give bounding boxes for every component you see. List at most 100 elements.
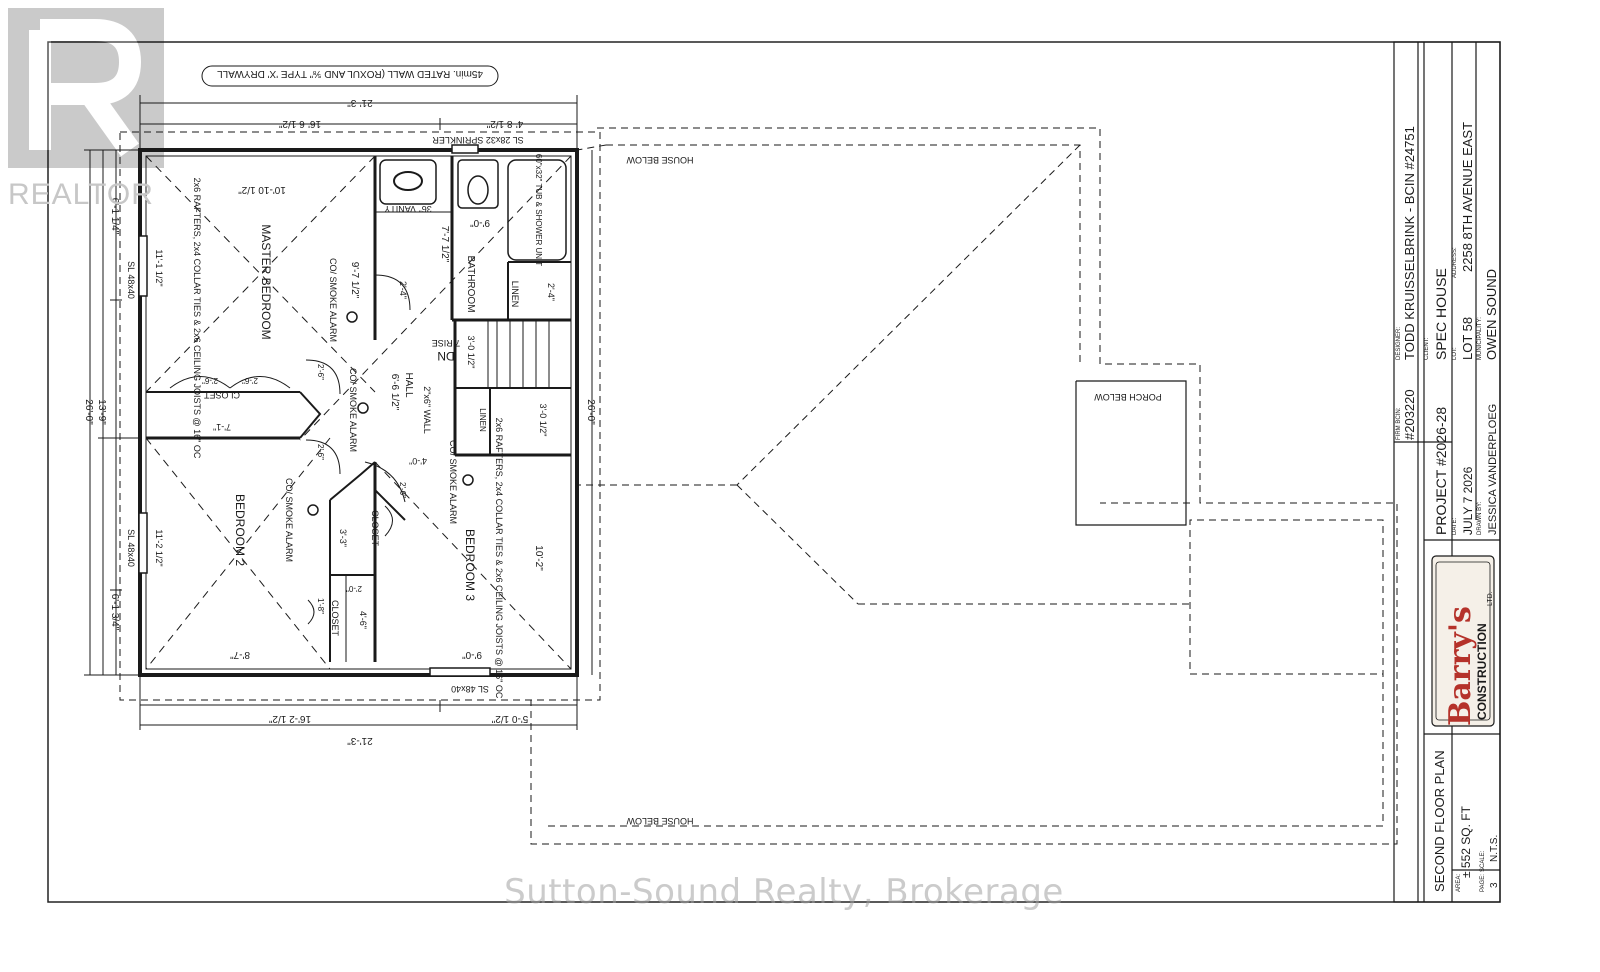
closet-w1: 2'-6"	[202, 376, 218, 385]
dim-right-overall: 26'-0"	[585, 399, 596, 425]
area: ± 552 SQ. FT	[1459, 805, 1473, 878]
stair-width-2: 3'-0 1/2"	[538, 404, 548, 437]
door-width-c: 2'-6"	[316, 444, 325, 460]
sheet-border	[47, 41, 1501, 903]
floor-plan	[84, 95, 601, 730]
drawn-by: JESSICA VANDERPLOEG	[1487, 404, 1499, 535]
realtor-watermark-text: REALTOR	[8, 178, 154, 211]
dim-bottom-left: 16'-2 1/2"	[268, 713, 311, 724]
rafters-note-2: 2x6 RAFTERS, 2x4 COLLAR TIES & 2x6 CEILI…	[494, 418, 504, 699]
door-width-a: 2'-4"	[398, 281, 408, 299]
window-left-2: SL 48x40	[126, 529, 136, 567]
dim-bottom-overall: 21'-3"	[347, 735, 373, 746]
room-closet-2: CLOSET	[370, 510, 380, 547]
page-number: 3	[1489, 882, 1500, 888]
alarm-b3: CO/ SMOKE ALARM	[448, 440, 458, 524]
bath-depth: 9'-0"	[470, 217, 490, 228]
municipality-label: MUNICIPALITY:	[1477, 317, 1483, 360]
alarm-master: CO/ SMOKE ALARM	[328, 258, 338, 342]
municipality: OWEN SOUND	[1484, 269, 1499, 360]
window-left-1: SL 48x40	[126, 261, 136, 299]
vanity-label: 36" VANITY	[384, 204, 432, 214]
house-below-outline	[530, 127, 1398, 845]
client-label: CLIENT:	[1424, 337, 1430, 360]
shower-label: 60"x32" TUB & SHOWER UNIT	[534, 154, 543, 266]
dim-left-upper: 13'-9"	[96, 399, 107, 425]
hall-width: 6'-6 1/2"	[389, 374, 400, 411]
firm-label: FIRM BCIN:	[1396, 407, 1402, 440]
room-master: MASTER BEDROOM	[259, 224, 273, 339]
sprinkler-label: SL 28x32 SPRINKLER	[432, 135, 524, 145]
closet3-c: 2'-0"	[346, 584, 362, 593]
house-below-top: HOUSE BELOW	[626, 155, 694, 165]
title-block-lines	[1393, 41, 1501, 903]
designer-name: TODD KRUISSELBRINK - BCIN #24751	[1402, 126, 1417, 360]
address-label: ADDRESS:	[1452, 247, 1458, 278]
dim-top-overall: 21'-3"	[347, 97, 373, 108]
room-bathroom: BATHROOM	[465, 255, 476, 312]
plan-text: 45min. RATED WALL (ROXUL AND ⅝" TYPE 'X'…	[83, 65, 1500, 892]
lot-number: LOT 58	[1460, 317, 1475, 360]
house-below-bottom: HOUSE BELOW	[626, 816, 694, 826]
scale-label: SCALE:	[1480, 850, 1486, 872]
stair-down: DN	[437, 349, 454, 363]
designer-label: DESIGNER:	[1396, 327, 1402, 360]
stair-rise: 7 RISE	[432, 338, 461, 348]
firm-bcin: #203220	[1402, 389, 1417, 440]
room-master-label: MASTER BEDROOM	[259, 224, 273, 339]
master-height: 9'-7 1/2"	[349, 262, 360, 299]
date: JULY 7 2026	[1461, 466, 1475, 535]
dim-left-d: 6'-1 3/4"	[109, 594, 120, 631]
area-label: AREA:	[1456, 874, 1462, 892]
closet2-a: 3'-3"	[338, 529, 348, 547]
realtor-logo	[8, 8, 164, 168]
room-linen-2: LINEN	[478, 408, 487, 432]
dim-left-c: 11'-2 1/2"	[154, 529, 164, 566]
b3-height: 10'-2"	[533, 545, 544, 571]
sheet-title: SECOND FLOOR PLAN	[1432, 750, 1447, 892]
stair-width-1: 3'-0 1/2"	[466, 336, 476, 369]
logo-main: Barry's	[1443, 606, 1478, 726]
dim-top-left: 16'-6 1/2"	[278, 118, 321, 129]
client-name: SPEC HOUSE	[1433, 268, 1449, 360]
dim-left-a: 6'-1 1/4"	[109, 198, 120, 235]
page-label: PAGE:	[1480, 874, 1486, 892]
address: 2258 8TH AVENUE EAST	[1460, 122, 1475, 272]
project-number: PROJECT #2026-28	[1433, 407, 1449, 535]
logo-ltd: LTD.	[1487, 591, 1494, 606]
master-width: 10'-10 1/2"	[238, 184, 286, 195]
rafters-note-1: 2x6 RAFTERS, 2x4 COLLAR TIES & 2x6 CEILI…	[192, 178, 202, 459]
scale: N.T.S.	[1489, 835, 1500, 862]
closet-w2: 2'-6"	[242, 376, 258, 385]
closet3-d: 1'-8"	[316, 598, 325, 614]
logo-sub: CONSTRUCTION	[1475, 623, 1489, 720]
room-bedroom3: BEDROOM 3	[463, 529, 477, 601]
dim-left-overall: 26'-0"	[83, 399, 94, 425]
closet3-b: 4'-6"	[358, 611, 368, 629]
alarm-hall: CO/ SMOKE ALARM	[348, 368, 358, 452]
room-linen-1: LINEN	[510, 281, 520, 308]
rated-wall-note: 45min. RATED WALL (ROXUL AND ⅝" TYPE 'X'…	[217, 68, 483, 79]
wall-note: 2"x6" WALL	[422, 386, 432, 434]
date-label: DATE:	[1452, 517, 1458, 535]
lot-label: LOT:	[1452, 347, 1458, 360]
porch-below-outline	[1075, 380, 1187, 526]
bath-width: 7'-7 1/2"	[439, 226, 450, 263]
window-bottom: SL 48x40	[451, 684, 489, 694]
drawn-by-label: DRAWN BY:	[1477, 501, 1483, 535]
room-closet-3: CLOSET	[330, 600, 340, 637]
room-hall: HALL	[403, 372, 414, 397]
barrys-construction-logo	[1431, 555, 1495, 727]
door-width-d: 2'-6"	[398, 482, 407, 498]
room-closet-1: CLOSET	[203, 390, 240, 400]
porch-below: PORCH BELOW	[1094, 392, 1162, 402]
b2-width: 8'-7"	[230, 649, 250, 660]
b3-width: 9'-0"	[462, 649, 482, 660]
linen-width: 2'-4"	[546, 283, 556, 301]
dim-bottom-right: 5'-0 1/2"	[491, 713, 528, 724]
brokerage-watermark: Sutton-Sound Realty, Brokerage	[504, 872, 1064, 912]
dim-top-right: 4'-8 1/2"	[486, 118, 523, 129]
dim-left-b: 11'-1 1/2"	[154, 249, 164, 286]
room-bedroom2: BEDROOM 2	[233, 494, 247, 566]
